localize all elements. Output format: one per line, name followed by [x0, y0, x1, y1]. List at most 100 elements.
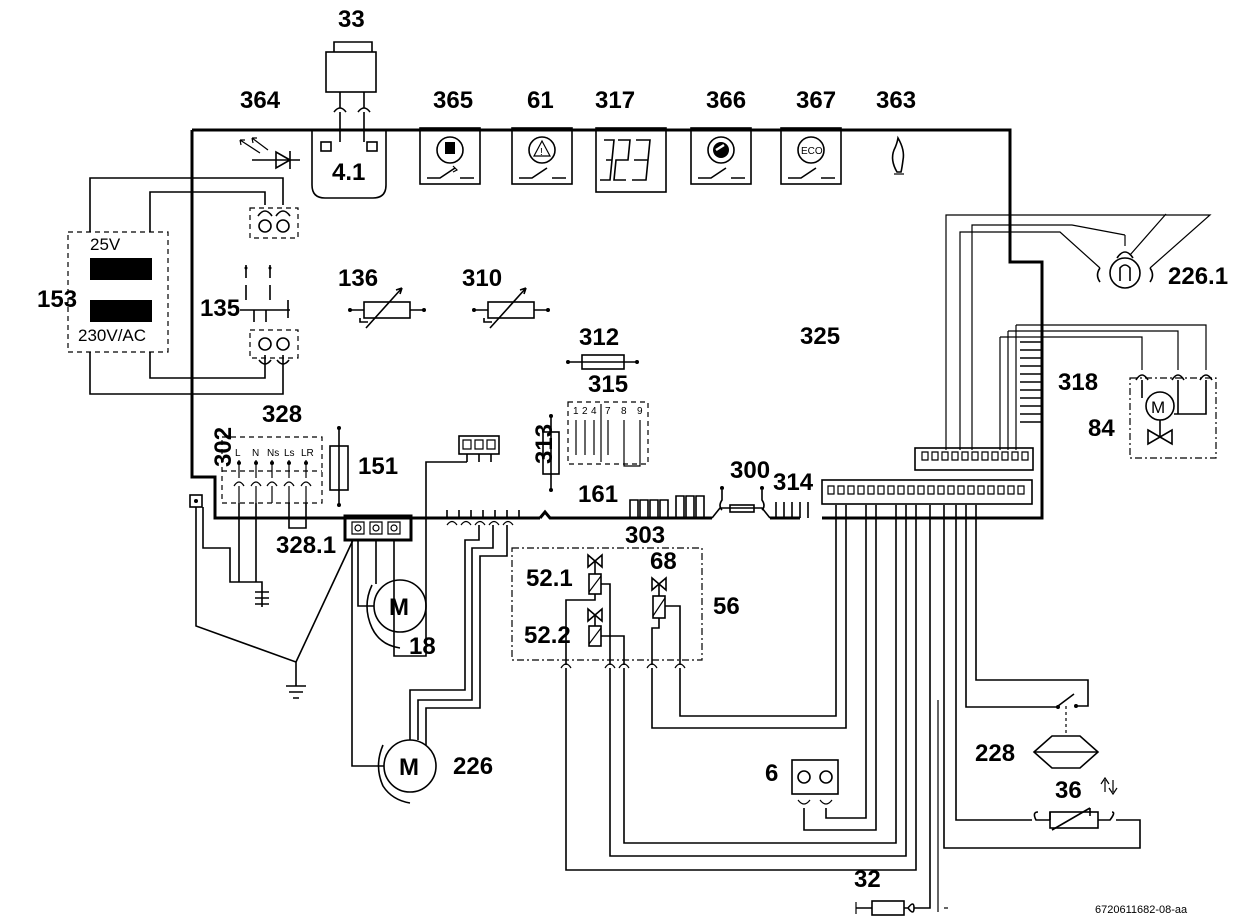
coding-plug-300	[719, 486, 765, 513]
label-315: 315	[588, 371, 628, 398]
label-328: 328	[262, 401, 302, 428]
fuse-313	[542, 414, 560, 492]
motor-84-symbol: M	[1151, 398, 1165, 417]
ground-terminal	[189, 494, 354, 699]
plug-33	[325, 41, 377, 142]
label-52-2: 52.2	[524, 622, 571, 649]
led-364	[239, 137, 300, 170]
label-84: 84	[1088, 415, 1115, 442]
motor-18-symbol: M	[389, 594, 409, 621]
ignition-transformer-4-1: 4.1	[311, 130, 387, 199]
connector-fan	[458, 435, 500, 455]
terminal-n: N	[252, 448, 259, 459]
connector-230v	[249, 329, 299, 359]
dip-switch-315[interactable]	[567, 401, 649, 465]
label-226: 226	[453, 753, 493, 780]
label-32: 32	[854, 866, 881, 893]
label-317: 317	[595, 87, 635, 114]
transformer-winding-high	[90, 300, 152, 322]
label-302: 302	[210, 427, 237, 467]
label-33: 33	[338, 6, 365, 33]
connector-314	[775, 502, 809, 518]
dip-9: 9	[637, 406, 643, 417]
fuse-312	[566, 354, 639, 370]
potentiometer-136[interactable]	[348, 287, 426, 329]
button-365[interactable]	[419, 127, 481, 185]
gas-valve-56-box	[511, 547, 703, 661]
label-313: 313	[531, 424, 558, 464]
connector-valves	[446, 510, 520, 526]
svg-text:!: !	[540, 147, 543, 158]
label-318: 318	[1058, 369, 1098, 396]
button-366-service[interactable]	[690, 127, 752, 185]
label-161: 161	[578, 481, 618, 508]
label-310: 310	[462, 265, 502, 292]
label-151: 151	[358, 453, 398, 480]
diverter-valve-84-box	[1129, 377, 1217, 459]
pump-motor-18: M	[357, 461, 467, 657]
label-36: 36	[1055, 777, 1082, 804]
valve-68	[651, 576, 681, 665]
temperature-sensor-36	[943, 505, 1141, 849]
label-303: 303	[625, 522, 665, 549]
potentiometer-310[interactable]	[472, 287, 550, 329]
display-317	[595, 127, 667, 193]
transformer-230v: 230V/AC	[78, 326, 146, 345]
sensor-6	[791, 505, 877, 831]
terminal-lr: LR	[301, 448, 314, 459]
connector-318	[1020, 341, 1042, 423]
label-153: 153	[37, 286, 77, 313]
label-363: 363	[876, 87, 916, 114]
connector-25v	[249, 207, 299, 239]
label-365: 365	[433, 87, 473, 114]
dip-8: 8	[621, 406, 627, 417]
label-367: 367	[796, 87, 836, 114]
fuse-151	[329, 426, 349, 507]
label-6: 6	[765, 760, 778, 787]
dip-7: 7	[605, 406, 611, 417]
transformer-winding-low	[90, 258, 152, 280]
terminal-l: L	[235, 448, 241, 459]
valve-52-2	[587, 607, 625, 665]
reference-code: 6720611682-08-aa	[1095, 904, 1188, 916]
label-4-1: 4.1	[332, 159, 365, 186]
button-61-reset[interactable]: !	[511, 127, 573, 185]
label-52-1: 52.1	[526, 565, 573, 592]
connector-block-upper	[914, 447, 1034, 471]
jumper-161	[629, 499, 669, 518]
label-68: 68	[650, 548, 677, 575]
terminal-ls: Ls	[284, 448, 295, 459]
dip-4: 4	[591, 406, 597, 417]
connector-block-lower	[821, 479, 1033, 505]
label-226-1: 226.1	[1168, 263, 1228, 290]
label-136: 136	[338, 265, 378, 292]
label-56: 56	[713, 593, 740, 620]
flame-icon	[891, 135, 905, 175]
label-366: 366	[706, 87, 746, 114]
transformer-25v: 25V	[90, 235, 121, 254]
label-300: 300	[730, 457, 770, 484]
label-61: 61	[527, 87, 554, 114]
label-364: 364	[240, 87, 281, 114]
connector-328-1	[343, 514, 413, 542]
button-367-eco[interactable]: ECO	[780, 127, 842, 185]
label-325: 325	[800, 323, 840, 350]
connector-303-pins	[675, 495, 705, 518]
eco-text: ECO	[801, 146, 823, 157]
label-135: 135	[200, 295, 240, 322]
label-314: 314	[773, 469, 814, 496]
motor-226-symbol: M	[399, 754, 419, 781]
valve-52-1	[565, 553, 611, 665]
sensor-226-1	[945, 213, 1212, 450]
label-328-1: 328.1	[276, 532, 336, 559]
dip-2: 2	[582, 406, 588, 417]
label-228: 228	[975, 740, 1015, 767]
control-board-outline	[190, 128, 1044, 520]
sensor-32	[855, 505, 948, 916]
terminal-ns: Ns	[267, 448, 279, 459]
main-switch-135[interactable]	[240, 265, 290, 322]
pressure-switch-228	[965, 505, 1100, 769]
dip-1: 1	[573, 406, 579, 417]
label-312: 312	[579, 324, 619, 351]
